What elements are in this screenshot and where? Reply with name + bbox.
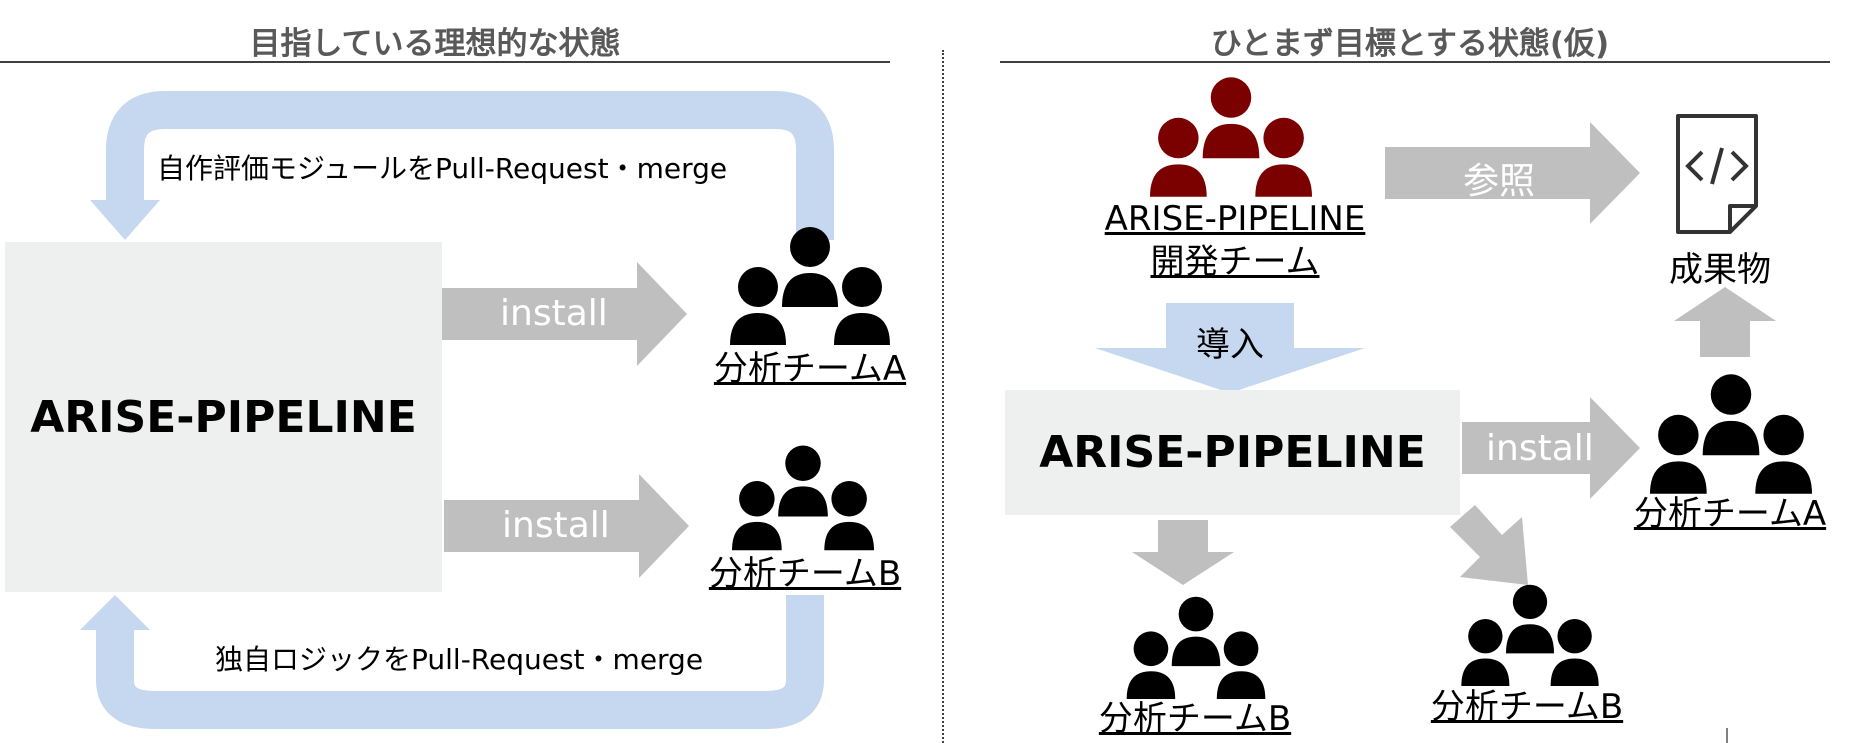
- corner-tick: [1726, 728, 1728, 743]
- right-pipeline-box: ARISE-PIPELINE: [1005, 390, 1460, 515]
- down-arrow-to-team-b: [1132, 520, 1234, 585]
- install-label-a: install: [500, 293, 608, 334]
- code-file-icon: [1676, 114, 1758, 234]
- left-title-rule: [0, 61, 890, 63]
- people-group-icon: [1126, 596, 1266, 699]
- dev-team-label-line2: 開発チーム: [1150, 242, 1320, 282]
- people-group-icon: [1461, 584, 1599, 686]
- introduce-label: 導入: [1196, 325, 1264, 365]
- left-pipeline-label: ARISE-PIPELINE: [30, 391, 417, 443]
- top-loop-caption: 自作評価モジュールをPull-Request・merge: [157, 152, 728, 185]
- left-pipeline-box: ARISE-PIPELINE: [5, 242, 442, 592]
- reference-arrow: [1385, 122, 1640, 224]
- right-pipeline-label: ARISE-PIPELINE: [1039, 427, 1426, 478]
- dev-team-label-line1: ARISE-PIPELINE: [1104, 199, 1366, 239]
- install-label-b: install: [502, 505, 610, 546]
- reference-label: 参照: [1463, 161, 1536, 202]
- people-group-icon: [1650, 374, 1812, 494]
- introduce-arrow: [1095, 303, 1365, 393]
- left-title: 目指している理想的な状態: [249, 26, 621, 62]
- install-arrow-a: [442, 262, 687, 366]
- up-arrow-to-deliverable: [1674, 287, 1776, 357]
- right-team-a-label: 分析チームA: [1633, 494, 1827, 534]
- top-loop-arrow-body: [106, 91, 834, 240]
- right-install-label: install: [1486, 428, 1594, 469]
- top-loop-arrow-head: [90, 200, 160, 240]
- people-group-icon: [732, 445, 874, 551]
- right-title: ひとまず目標とする状態(仮): [1210, 26, 1610, 62]
- deliverable-label: 成果物: [1669, 250, 1771, 290]
- bottom-loop-caption: 独自ロジックをPull-Request・merge: [215, 643, 704, 676]
- left-team-b-label: 分析チームB: [708, 554, 902, 594]
- left-team-a-label: 分析チームA: [713, 349, 907, 389]
- people-group-icon: [730, 227, 890, 345]
- right-team-b-right-label: 分析チームB: [1430, 687, 1624, 727]
- install-arrow-b: [444, 474, 689, 578]
- right-install-arrow: [1462, 397, 1640, 499]
- right-title-rule: [1000, 61, 1830, 63]
- people-group-icon: [1150, 77, 1312, 197]
- bottom-loop-arrow-head: [80, 595, 150, 630]
- diagonal-arrow-to-team-b: [1450, 505, 1528, 585]
- right-team-b-left-label: 分析チームB: [1098, 699, 1292, 739]
- panel-separator: [942, 50, 944, 743]
- bottom-loop-arrow-body: [96, 595, 824, 729]
